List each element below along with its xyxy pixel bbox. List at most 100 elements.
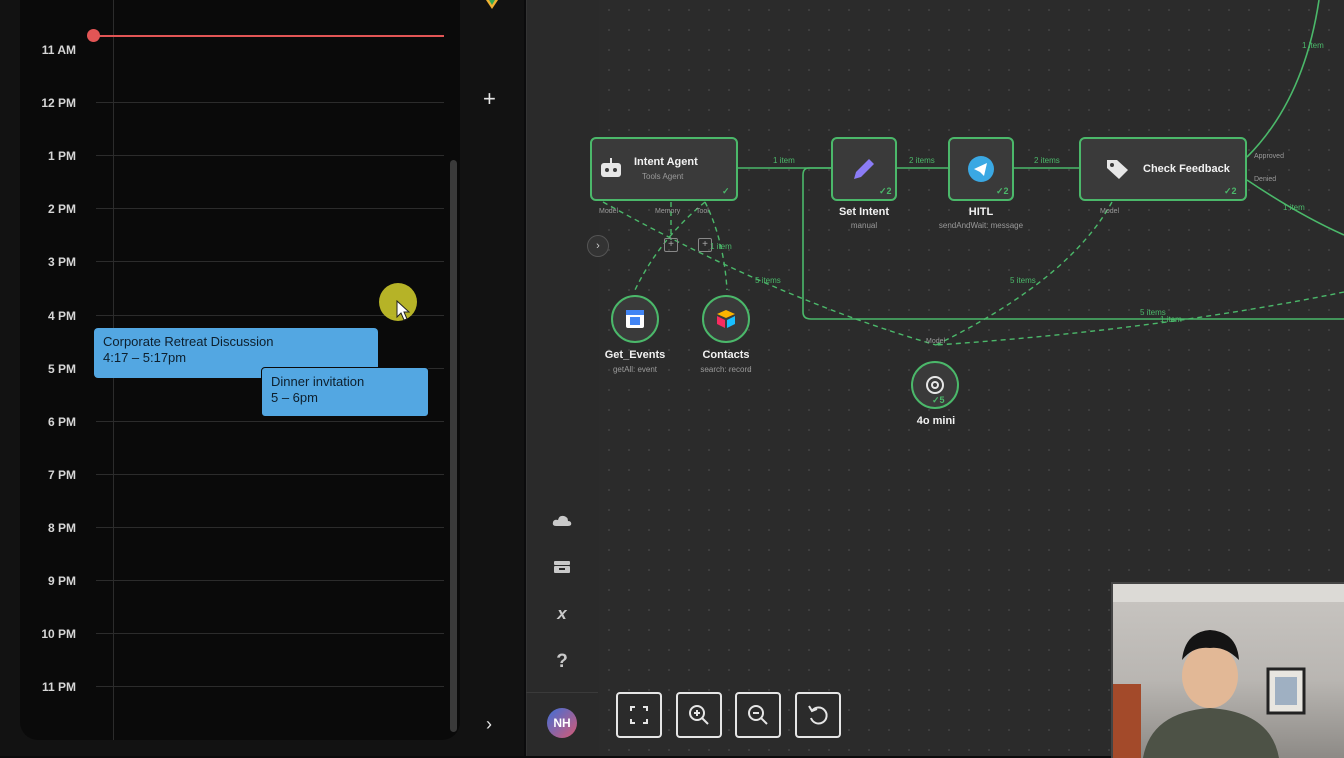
zoom-out-icon [748,705,768,725]
zoom-out-button[interactable] [735,692,781,738]
event-title: Dinner invitation [271,374,365,389]
reset-button[interactable] [795,692,841,738]
telegram-icon [968,156,994,182]
node-contacts[interactable] [702,295,750,343]
hour-label: 3 PM [47,255,76,270]
add-button[interactable]: + [483,86,496,111]
tag-icon [1107,160,1128,179]
event-time: 5 – 6pm [271,390,318,405]
hour-gridline [96,473,444,475]
port-label: Model [599,208,619,215]
sidebar-divider [526,692,598,693]
edge-model-feedback [935,201,1113,346]
robot-icon [601,158,621,177]
expand-chevron-icon[interactable]: › [486,714,492,734]
current-time-dot [87,29,100,42]
pencil-icon [854,159,874,179]
hour-label: 6 PM [47,414,76,429]
edge-loop-back [802,167,1344,320]
connections-layer [602,0,1344,346]
output-label: Approved [1254,153,1284,160]
run-count: ✓2 [996,186,1009,196]
edge-label: 1 item [1283,203,1305,212]
node-subtitle: search: record [700,365,752,374]
node-title: Contacts [702,349,750,361]
calendar-scrollbar[interactable] [450,160,457,732]
node-title: Get_Events [604,349,666,361]
port-label: Model [926,338,946,345]
help-icon[interactable]: ? [556,651,568,672]
hour-gridline [96,633,444,635]
webcam-overlay [1111,582,1344,758]
hour-gridline [96,155,444,157]
node-subtitle: sendAndWait: message [938,221,1024,230]
hour-label: 12 PM [41,96,76,111]
success-check-icon: ✓ [722,186,730,196]
google-calendar-icon [626,310,644,328]
node-check-feedback[interactable] [1079,137,1247,201]
hour-label: 1 PM [47,149,76,164]
airtable-icon [717,310,735,328]
event-title: Corporate Retreat Discussion [103,334,274,349]
edge-label: 5 items [755,276,781,285]
edge-approved [1246,0,1320,158]
add-memory-button[interactable]: + [664,238,678,252]
edge-label: 1 item [773,156,795,165]
node-title: 4o mini [916,415,956,427]
port-label: Model [1100,208,1120,215]
node-subtitle: manual [850,221,878,230]
workflow-sidebar [526,0,599,756]
node-4o-mini[interactable] [911,361,959,409]
hour-label: 11 PM [41,680,76,695]
edge-label: 2 items [1034,156,1060,165]
hour-gridline [96,526,444,528]
run-count: ✓5 [932,395,945,405]
hour-gridline [96,686,444,688]
avatar[interactable]: NH [547,708,577,738]
openai-icon [926,376,944,394]
hour-label: 2 PM [47,202,76,217]
hour-label: 4 PM [47,308,76,323]
hour-gridline [96,580,444,581]
event-time: 4:17 – 5:17pm [103,350,187,365]
node-title: Set Intent [838,206,890,218]
node-subtitle: Tools Agent [642,172,684,181]
hour-label: 9 PM [47,574,76,588]
run-count: ✓2 [879,186,892,196]
edge-label: 5 items [1010,276,1036,285]
node-subtitle: getAll: event [612,365,658,374]
node-hitl[interactable] [948,137,1014,201]
edge-label: 2 items [909,156,935,165]
zoom-in-icon [689,705,709,725]
fullscreen-icon [630,706,648,724]
hour-label: 8 PM [47,520,76,535]
run-count: ✓2 [1224,186,1237,196]
event-dinner-invitation[interactable]: Dinner invitation 5 – 6pm [261,367,429,417]
collapse-sidebar-button[interactable]: › [587,235,609,257]
hour-label: 5 PM [47,361,76,376]
hour-label: 10 PM [41,627,76,642]
templates-icon[interactable] [551,556,573,578]
node-title: Check Feedback [1143,163,1230,175]
edge-label: 5 items [1140,308,1166,317]
hour-gridline [96,102,444,104]
edge-model-agent [602,201,937,346]
presenter-video [1113,584,1344,758]
hour-label: 7 PM [47,467,76,482]
hour-label: 11 AM [41,43,76,57]
hour-gridline [96,208,444,210]
fit-view-button[interactable] [616,692,662,738]
hour-gridline [96,314,444,316]
calendar-side-strip [462,0,524,756]
node-title: Intent Agent [634,156,698,168]
cloud-icon[interactable] [551,510,573,532]
edge-label: 1 item [1302,41,1324,50]
edge-tool-contacts [704,201,728,291]
variables-icon[interactable]: x [557,604,567,623]
maps-pin-icon [486,0,498,9]
zoom-in-button[interactable] [676,692,722,738]
node-title: HITL [968,206,994,218]
current-time-line [94,35,444,37]
add-tool-button[interactable]: + [698,238,712,252]
hour-gridline [96,420,444,422]
